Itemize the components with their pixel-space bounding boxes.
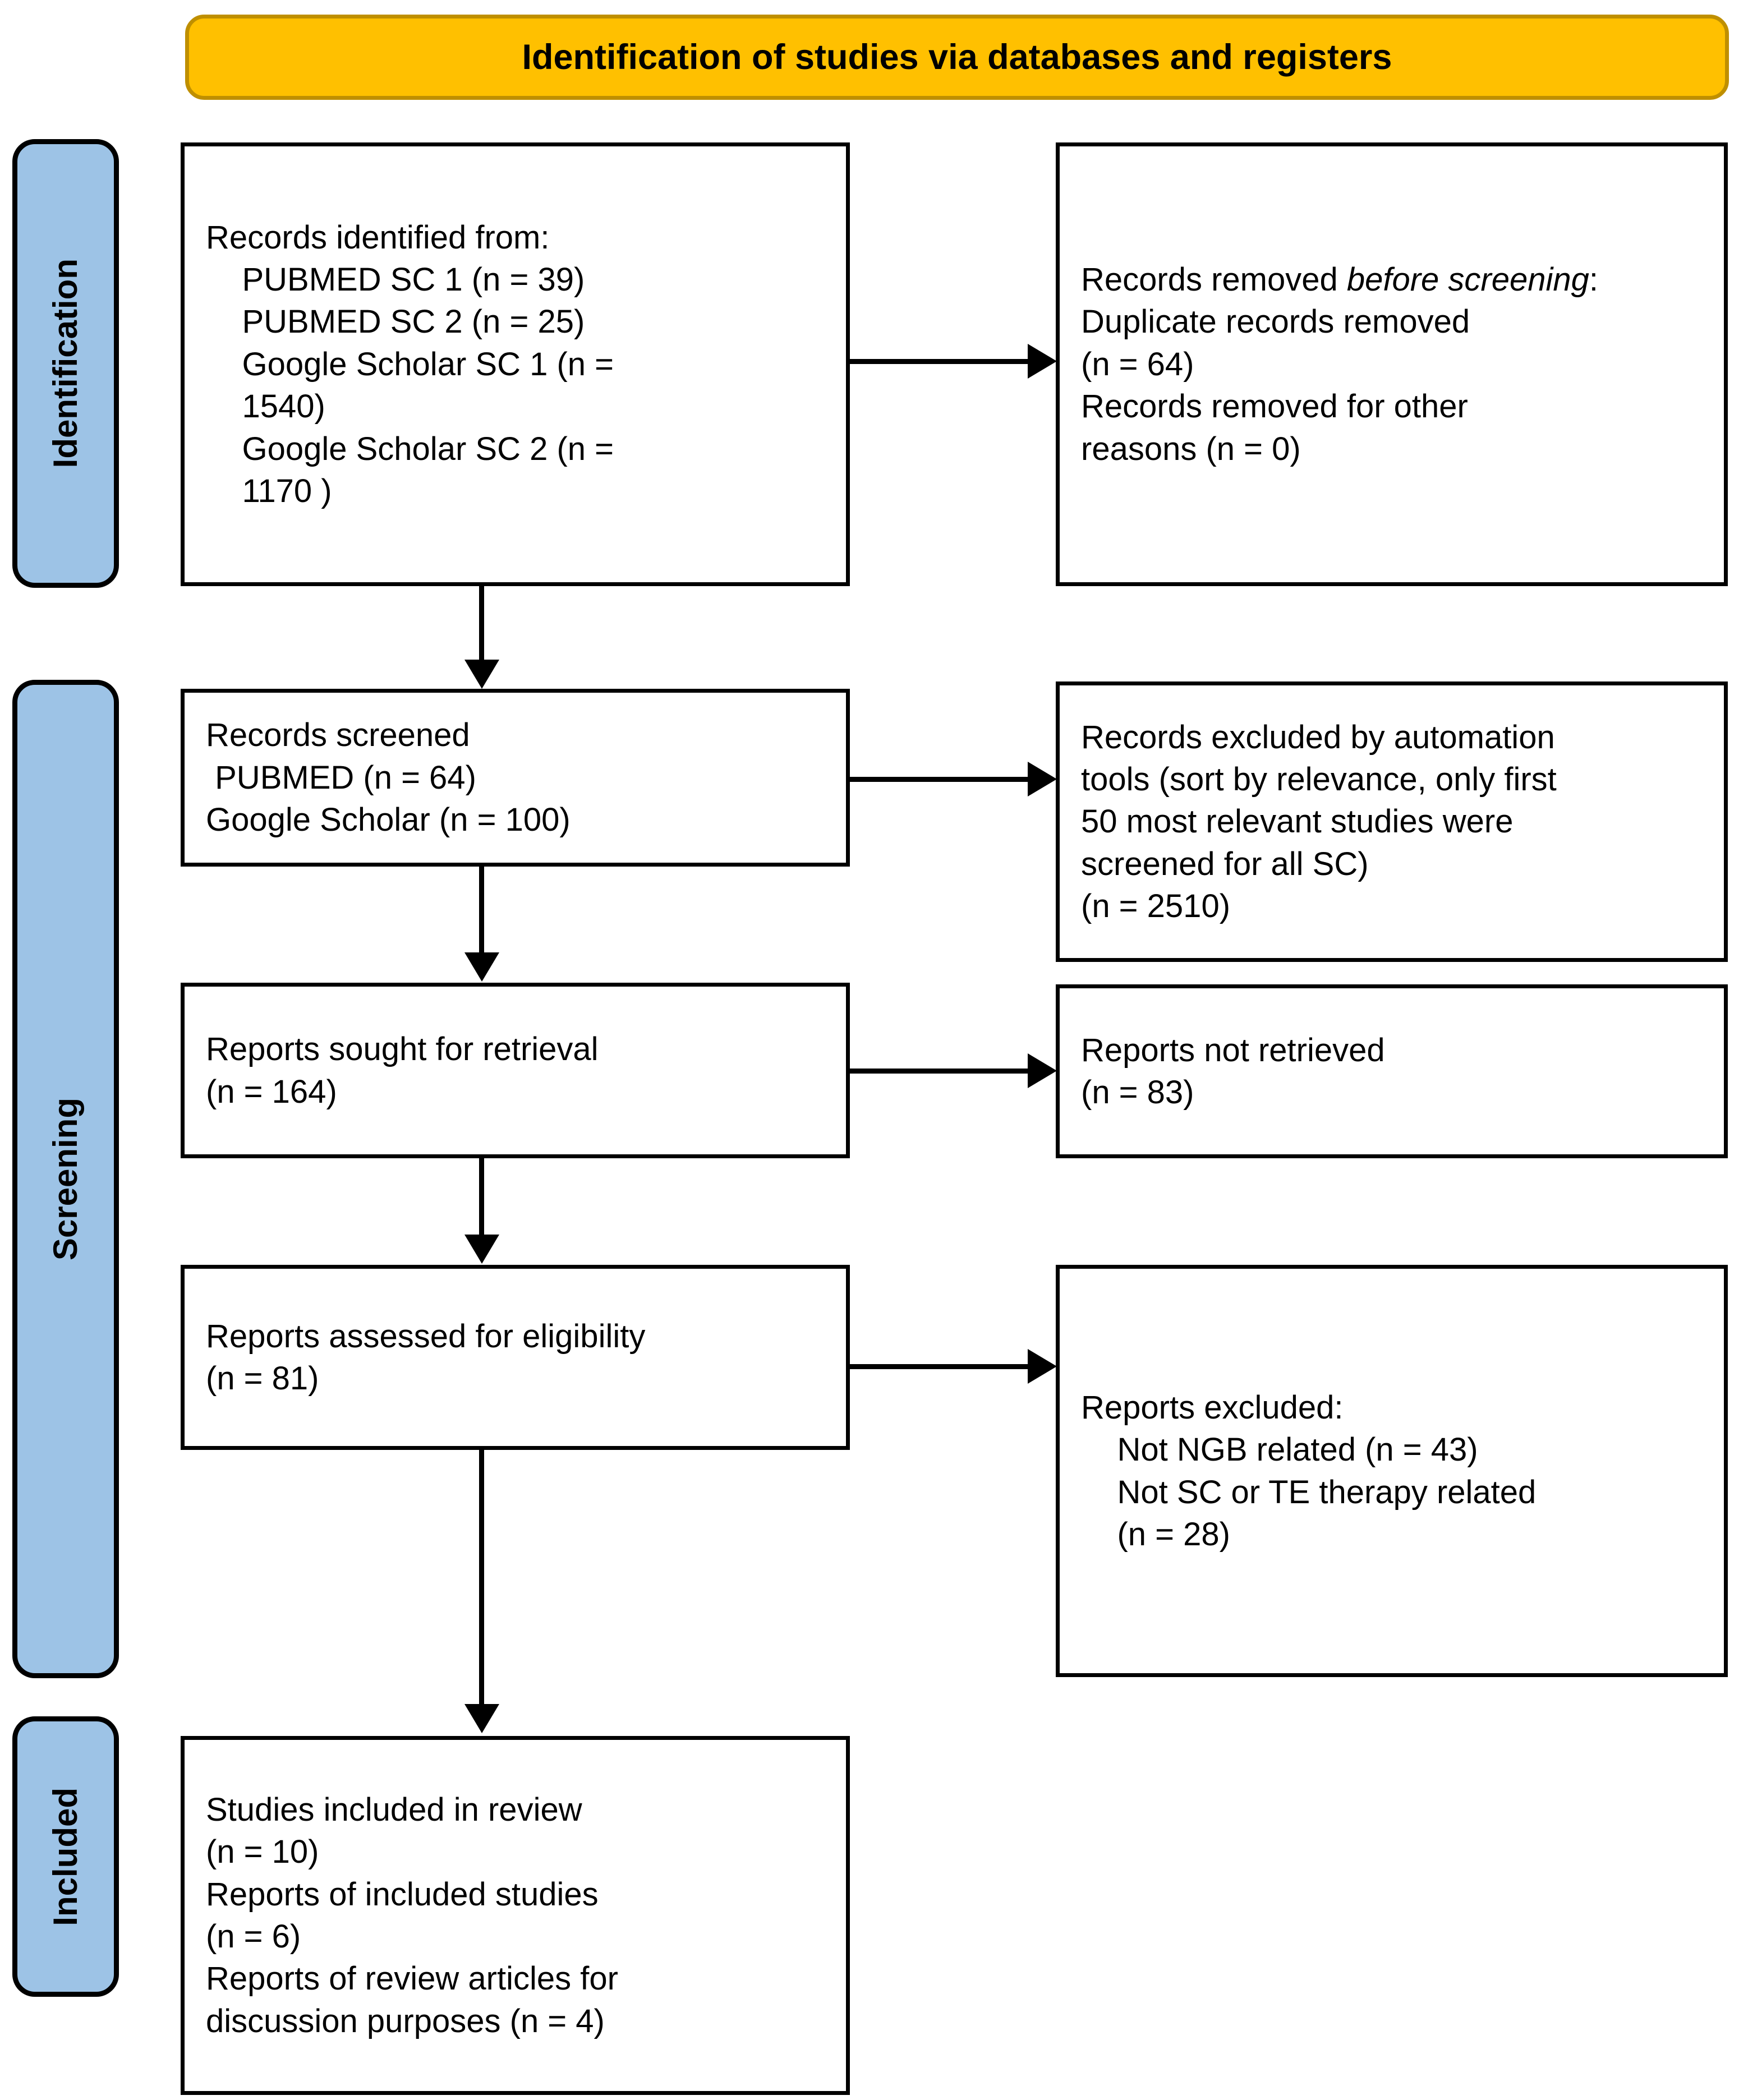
box-records-excluded-automation: Records excluded by automation tools (so…	[1056, 681, 1728, 962]
box-records-removed-before-screening: Records removed before screening: Duplic…	[1056, 142, 1728, 586]
box-reports-excluded-text: Reports excluded: Not NGB related (n = 4…	[1081, 1389, 1537, 1553]
connector-line-sought-to-assessed	[479, 1158, 484, 1236]
stage-label-screening: Screening	[47, 1097, 84, 1261]
box-records-identified-text: Records identified from: PUBMED SC 1 (n …	[206, 219, 614, 509]
connector-arrow-assessed-to-excluded	[1028, 1349, 1057, 1384]
connector-line-assessed-to-excluded	[850, 1364, 1032, 1369]
records-removed-head-part1: Records removed	[1081, 261, 1347, 298]
box-studies-included-text: Studies included in review (n = 10) Repo…	[206, 1791, 618, 2039]
connector-arrow-sought-to-not-retrieved	[1028, 1053, 1057, 1088]
connector-arrow-screened-to-sought	[464, 952, 499, 982]
box-records-excluded-automation-text: Records excluded by automation tools (so…	[1081, 719, 1557, 925]
box-records-screened-text: Records screened PUBMED (n = 64) Google …	[206, 717, 571, 839]
connector-arrow-identified-to-removed	[1028, 344, 1057, 379]
connector-arrow-identified-to-screened	[464, 660, 499, 689]
box-reports-assessed: Reports assessed for eligibility (n = 81…	[181, 1265, 850, 1450]
records-removed-head-part3: :	[1589, 261, 1599, 298]
box-reports-sought-text: Reports sought for retrieval (n = 164)	[206, 1031, 599, 1110]
connector-line-screened-to-excluded	[850, 777, 1032, 782]
box-reports-not-retrieved-text: Reports not retrieved (n = 83)	[1081, 1031, 1385, 1111]
diagram-banner: Identification of studies via databases …	[185, 15, 1729, 100]
connector-arrow-assessed-to-included	[464, 1704, 499, 1733]
connector-line-identified-to-removed	[850, 359, 1032, 364]
box-records-screened: Records screened PUBMED (n = 64) Google …	[181, 689, 850, 867]
connector-arrow-sought-to-assessed	[464, 1235, 499, 1264]
connector-line-identified-to-screened	[479, 586, 484, 662]
records-removed-head-emphasis: before screening	[1346, 261, 1589, 298]
box-records-identified: Records identified from: PUBMED SC 1 (n …	[181, 142, 850, 586]
box-reports-assessed-text: Reports assessed for eligibility (n = 81…	[206, 1318, 646, 1397]
stage-bar-included: Included	[12, 1716, 119, 1997]
stage-bar-screening: Screening	[12, 680, 119, 1678]
records-removed-body: Duplicate records removed (n = 64) Recor…	[1081, 303, 1470, 467]
box-studies-included: Studies included in review (n = 10) Repo…	[181, 1736, 850, 2095]
stage-bar-identification: Identification	[12, 139, 119, 588]
connector-arrow-screened-to-excluded	[1028, 762, 1057, 796]
stage-label-included: Included	[47, 1787, 84, 1926]
banner-title: Identification of studies via databases …	[522, 38, 1392, 77]
box-reports-excluded: Reports excluded: Not NGB related (n = 4…	[1056, 1265, 1728, 1677]
stage-label-identification: Identification	[47, 259, 84, 468]
connector-line-sought-to-not-retrieved	[850, 1069, 1032, 1074]
box-reports-sought: Reports sought for retrieval (n = 164)	[181, 983, 850, 1158]
box-records-removed-text: Records removed before screening: Duplic…	[1060, 259, 1724, 470]
connector-line-screened-to-sought	[479, 867, 484, 954]
connector-line-assessed-to-included	[479, 1450, 484, 1705]
box-reports-not-retrieved: Reports not retrieved (n = 83)	[1056, 984, 1728, 1158]
